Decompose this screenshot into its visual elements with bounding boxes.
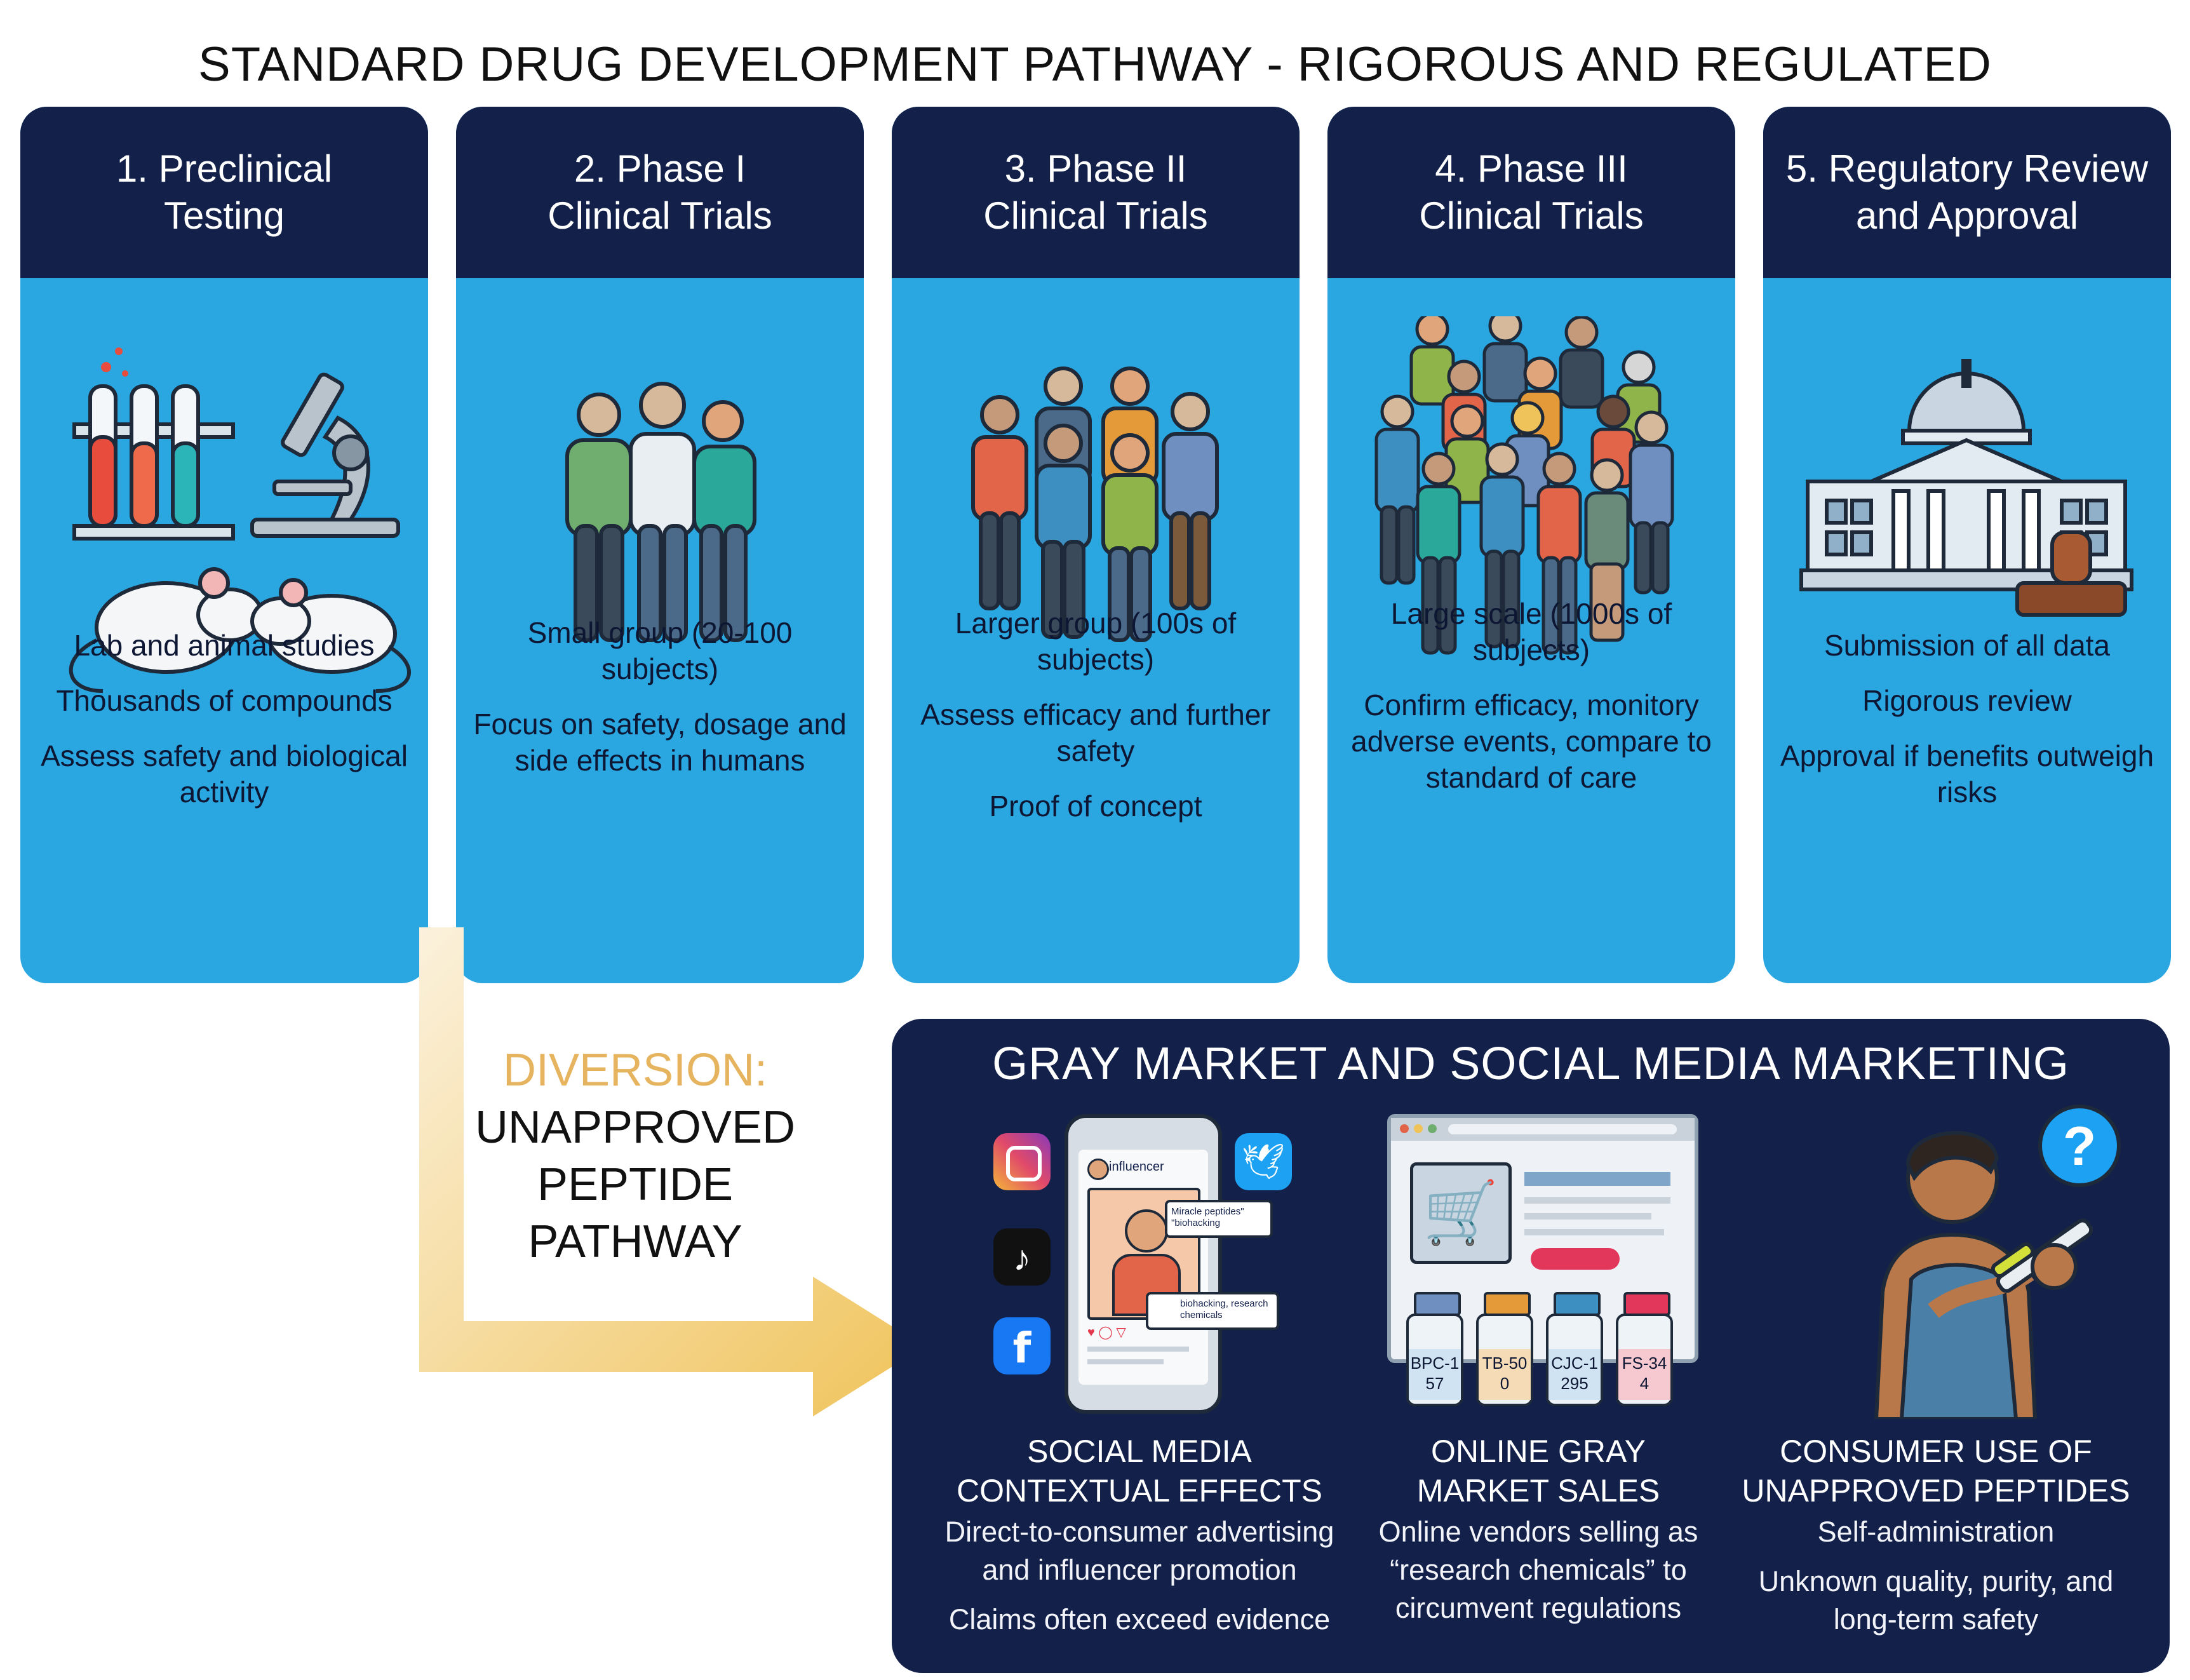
stage-subtitle: Clinical Trials — [983, 194, 1208, 237]
gm-column-consumer: CONSUMER USE OF UNAPPROVED PEPTIDES Self… — [1733, 1432, 2139, 1650]
government-building-icon — [1799, 359, 2133, 617]
instagram-icon — [993, 1133, 1051, 1190]
peptide-vial: TB-500 — [1476, 1292, 1533, 1406]
stage-line: Proof of concept — [989, 790, 1202, 823]
stage-description: Submission of all data Rigorous review A… — [1776, 628, 2158, 830]
diversion-line: PEPTIDE — [537, 1159, 734, 1210]
peptide-vial: FS-344 — [1616, 1292, 1673, 1406]
column-heading: SOCIAL MEDIA — [1027, 1434, 1252, 1469]
gray-market-title: GRAY MARKET AND SOCIAL MEDIA MARKETING — [992, 1038, 2069, 1089]
stage-line: Focus on safety, dosage and side effects… — [473, 708, 847, 777]
tiktok-icon: ♪ — [993, 1228, 1051, 1286]
vial-label: TB-500 — [1482, 1354, 1528, 1393]
cart-icon: 🛒 — [1410, 1162, 1512, 1264]
stage-title: 4. Phase III — [1435, 147, 1628, 190]
column-heading: MARKET SALES — [1416, 1473, 1660, 1509]
consumer-injecting-icon: ? — [1874, 1105, 2121, 1419]
diversion-line: PATHWAY — [528, 1216, 742, 1267]
stage-subtitle: Clinical Trials — [1419, 194, 1644, 237]
column-text: Claims often exceed evidence — [948, 1603, 1331, 1636]
peptide-vial: CJC-1295 — [1546, 1292, 1603, 1406]
large-crowd-icon — [1374, 316, 1674, 655]
stage-line: Larger group (100s of subjects) — [955, 607, 1237, 676]
gm-column-sales: ONLINE GRAY MARKET SALES Online vendors … — [1335, 1432, 1742, 1639]
diversion-line: UNAPPROVED — [474, 1102, 796, 1153]
stage-description: Lab and animal studies Thousands of comp… — [33, 628, 415, 830]
twitter-icon: 🕊 — [1235, 1133, 1292, 1190]
speech-bubble: Miracle peptides" "biohacking — [1165, 1200, 1273, 1238]
vial-label: FS-344 — [1622, 1354, 1667, 1393]
stage-description: Small group (20-100 subjects) Focus on s… — [469, 615, 851, 798]
stage-subtitle: Testing — [163, 194, 285, 237]
stage-title: 5. Regulatory Review — [1785, 147, 2149, 190]
small-group-icon — [565, 382, 756, 642]
facebook-icon: f — [993, 1317, 1051, 1374]
stage-title: 1. Preclinical — [116, 147, 333, 190]
phone-mockup: influencer ♥ ◯ ▽ — [1065, 1114, 1222, 1414]
influencer-name: influencer — [1109, 1160, 1164, 1174]
column-text: Online vendors selling as “research chem… — [1378, 1515, 1698, 1624]
gm-column-social: SOCIAL MEDIA CONTEXTUAL EFFECTS Direct-t… — [936, 1432, 1343, 1650]
column-heading: CONTEXTUAL EFFECTS — [957, 1473, 1322, 1509]
stage-title: 3. Phase II — [1004, 147, 1187, 190]
stage-subtitle: Clinical Trials — [548, 194, 772, 237]
column-text: Self-administration — [1817, 1515, 2055, 1548]
stage-line: Confirm efficacy, monitory adverse event… — [1351, 689, 1712, 794]
column-heading: ONLINE GRAY — [1430, 1434, 1646, 1469]
comment-bubble: biohacking, research chemicals — [1146, 1292, 1279, 1330]
diversion-title: DIVERSION: — [502, 1045, 768, 1096]
page-title: STANDARD DRUG DEVELOPMENT PATHWAY - RIGO… — [198, 37, 1992, 91]
larger-group-icon — [971, 366, 1219, 642]
like-icon: ♥ ◯ ▽ — [1087, 1326, 1126, 1340]
avatar — [1087, 1159, 1109, 1180]
stage-line: Rigorous review — [1862, 684, 2072, 717]
stage-line: Approval if benefits outweigh risks — [1780, 739, 2154, 809]
stage-description: Larger group (100s of subjects) Assess e… — [904, 605, 1287, 843]
stage-line: Lab and animal studies — [74, 629, 375, 662]
stage-description: Large scale (1000s of subjects) Confirm … — [1340, 596, 1723, 815]
stage-title: 2. Phase I — [574, 147, 746, 190]
peptide-vial: BPC-157 — [1406, 1292, 1463, 1406]
column-heading: CONSUMER USE OF — [1780, 1434, 2092, 1469]
diversion-label: DIVERSION: UNAPPROVED PEPTIDE PATHWAY — [445, 1042, 826, 1270]
vial-label: CJC-1295 — [1551, 1354, 1598, 1393]
stage-line: Small group (20-100 subjects) — [527, 616, 793, 685]
stage-line: Assess safety and biological activity — [41, 739, 408, 809]
vial-label: BPC-157 — [1410, 1354, 1460, 1393]
stage-line: Large scale (1000s of subjects) — [1390, 597, 1672, 666]
diversion-arrow-icon — [419, 927, 924, 1416]
buy-button — [1531, 1248, 1620, 1270]
column-text: Unknown quality, purity, and long-term s… — [1758, 1565, 2114, 1636]
stage-subtitle: and Approval — [1855, 194, 2079, 237]
column-heading: UNAPPROVED PEPTIDES — [1742, 1473, 2130, 1509]
lab-animals-icon — [69, 347, 411, 693]
stage-line: Assess efficacy and further safety — [920, 698, 1271, 767]
gray-market-panel: GRAY MARKET AND SOCIAL MEDIA MARKETING ♪… — [892, 1019, 2170, 1673]
stage-line: Submission of all data — [1824, 629, 2111, 662]
svg-text:?: ? — [2063, 1116, 2097, 1177]
column-text: Direct-to-consumer advertising and influ… — [944, 1515, 1334, 1586]
stage-line: Thousands of compounds — [56, 684, 393, 717]
